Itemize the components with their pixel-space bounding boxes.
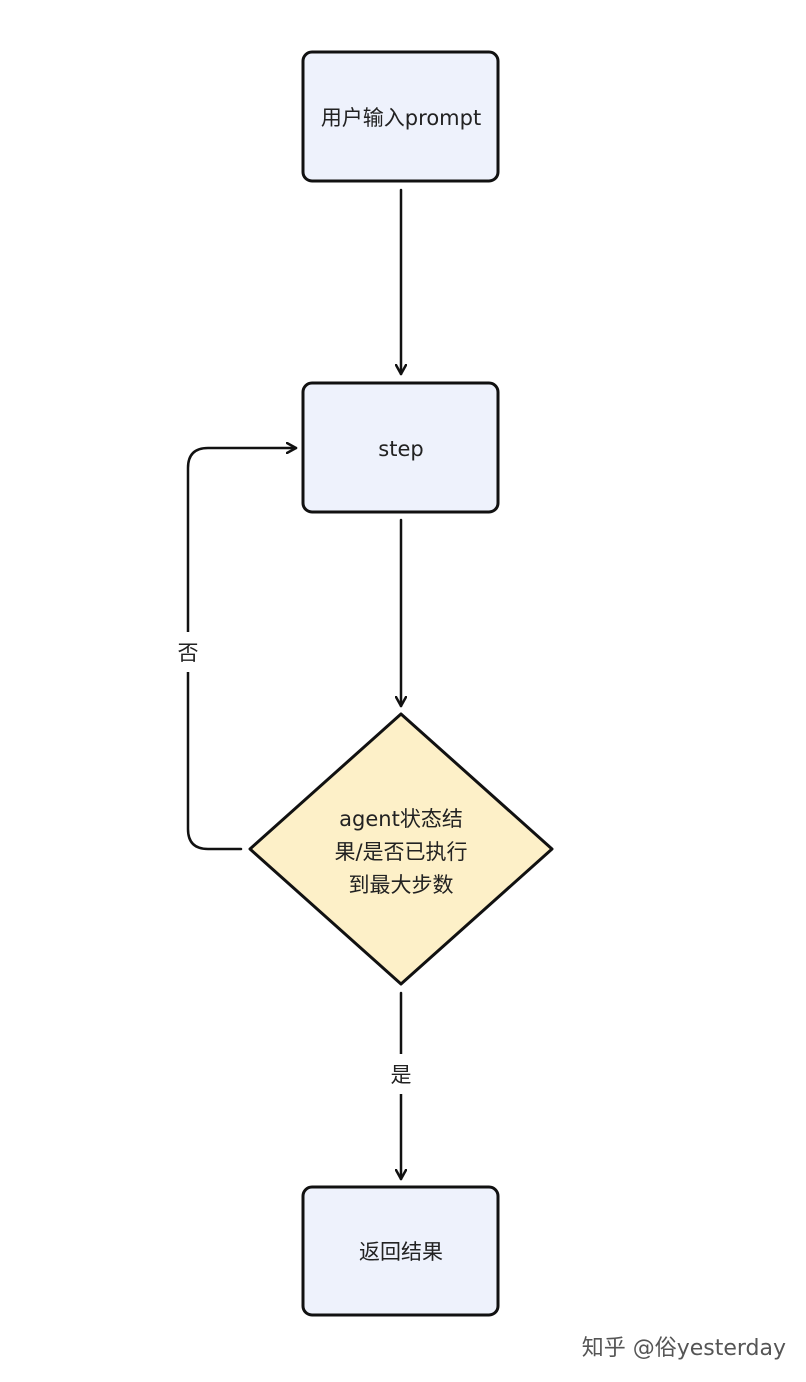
node-decision-line-2: 果/是否已执行 xyxy=(334,840,467,864)
edge-label-no-bg xyxy=(174,632,202,672)
node-user-input-label: 用户输入prompt xyxy=(321,106,481,130)
node-decision-line-3: 到最大步数 xyxy=(349,873,454,897)
edge-label-yes-bg xyxy=(386,1054,416,1094)
node-return-result xyxy=(301,1185,500,1317)
edge-label-yes: 是 xyxy=(391,1063,412,1087)
watermark: 知乎 @俗yesterday xyxy=(582,1336,786,1361)
node-decision-line-1: agent状态结 xyxy=(339,807,463,831)
node-user-input xyxy=(301,50,500,183)
node-decision xyxy=(248,712,554,986)
node-return-result-label: 返回结果 xyxy=(359,1240,443,1264)
edge-decision-no-loop xyxy=(186,448,298,851)
node-step xyxy=(301,381,500,514)
node-step-label: step xyxy=(378,437,423,461)
edge-label-no: 否 xyxy=(178,641,199,665)
